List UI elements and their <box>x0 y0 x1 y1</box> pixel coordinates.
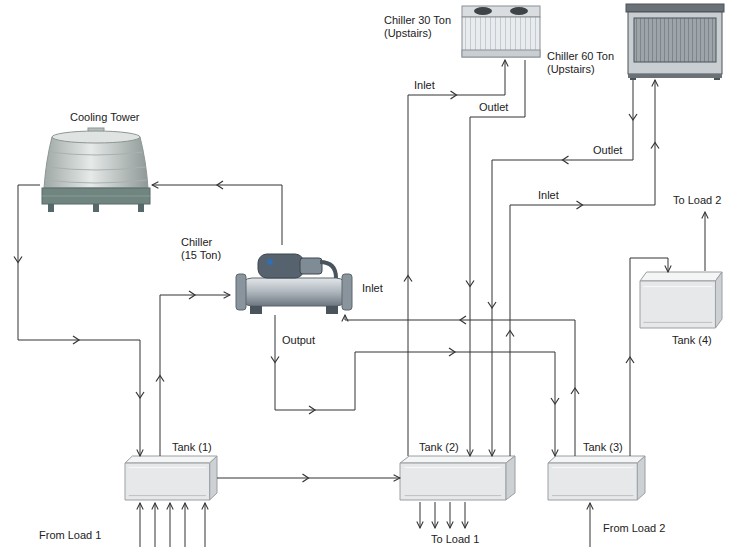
equipment-node: Tank (2) <box>400 456 515 500</box>
pipe-connector <box>275 315 555 456</box>
pipe-label: Inlet <box>413 79 436 92</box>
flow-arrow <box>14 257 22 263</box>
equipment-node: Tank (3) <box>548 456 645 500</box>
flow-arrow <box>651 143 659 149</box>
flow-arrow <box>73 336 79 344</box>
pipe-connector <box>345 315 575 456</box>
flow-arrow <box>577 201 583 209</box>
flow-arrow <box>466 281 474 287</box>
flow-arrow <box>626 357 634 363</box>
equipment-label: Chiller (15 Ton) <box>181 236 228 262</box>
flow-arrow <box>551 398 559 404</box>
pipe-connector <box>160 295 230 456</box>
tank-picture <box>640 272 722 328</box>
pipe-connector <box>470 60 525 456</box>
flow-arrow <box>309 406 315 414</box>
pipe-connector <box>18 185 140 456</box>
flow-arrow <box>629 114 637 120</box>
flow-arrow <box>136 392 144 398</box>
flow-arrow <box>271 357 279 363</box>
load-label: To Load 2 <box>672 194 722 207</box>
equipment-label: Tank (4) <box>672 334 712 347</box>
pipe-connector <box>492 80 633 456</box>
flow-arrow <box>449 348 455 356</box>
pipe-label: Outlet <box>478 101 509 114</box>
air-cooled-chiller-picture <box>626 4 724 80</box>
load-label: To Load 1 <box>430 533 480 546</box>
pipe-label: Outlet <box>592 144 623 157</box>
flow-arrow <box>404 276 412 282</box>
pipe-label: Inlet <box>361 282 384 295</box>
flow-arrow <box>217 181 223 189</box>
flow-arrow <box>488 302 496 308</box>
equipment-label: Chiller 30 Ton (Upstairs) <box>384 14 456 40</box>
tank-picture <box>400 456 515 500</box>
flow-arrow <box>156 376 164 382</box>
flow-arrow <box>571 388 579 394</box>
pipe-label: Output <box>281 334 316 347</box>
pipe-connector <box>408 60 505 456</box>
equipment-node: Chiller (15 Ton) <box>230 245 355 315</box>
tank-picture <box>548 456 645 500</box>
pipe-connector <box>510 80 655 456</box>
pipe-connector <box>630 258 668 456</box>
flow-arrow <box>451 91 457 99</box>
air-cooled-chiller-picture <box>462 6 540 57</box>
flow-arrow <box>563 156 569 164</box>
equipment-label: Chiller 60 Ton (Upstairs) <box>547 50 622 76</box>
equipment-node: Cooling Tower <box>40 128 152 214</box>
cooling-tower-picture <box>42 128 150 212</box>
equipment-label: Tank (1) <box>172 441 212 454</box>
flow-arrow <box>460 316 466 324</box>
load-label: From Load 2 <box>602 522 666 535</box>
water-cooled-chiller-picture <box>236 254 352 314</box>
equipment-label: Tank (3) <box>583 441 623 454</box>
equipment-node: Tank (1) <box>125 456 217 500</box>
equipment-label: Cooling Tower <box>70 111 140 124</box>
flow-arrow <box>189 291 195 299</box>
equipment-node: Chiller 30 Ton (Upstairs) <box>458 2 542 60</box>
flow-arrow <box>506 331 514 337</box>
flow-arrow <box>303 474 309 482</box>
load-pipe <box>140 212 705 547</box>
pipe-connector <box>152 185 282 245</box>
equipment-label: Tank (2) <box>419 441 459 454</box>
tank-picture <box>125 456 217 500</box>
equipment-node: Tank (4) <box>640 272 722 328</box>
load-label: From Load 1 <box>38 529 102 542</box>
equipment-node: Chiller 60 Ton (Upstairs) <box>624 2 724 80</box>
pipe-label: Inlet <box>537 189 560 202</box>
